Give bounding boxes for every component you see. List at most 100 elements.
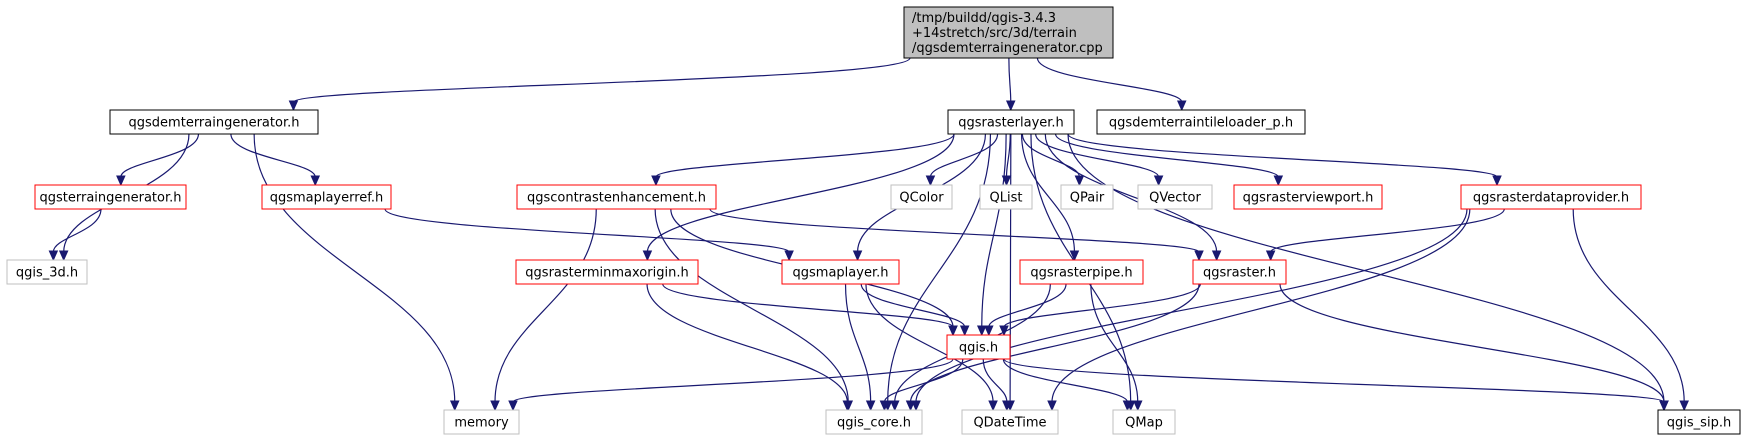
node-qgsrasterdataprovider-h[interactable]: qgsrasterdataprovider.h xyxy=(1460,184,1642,210)
edge-qgsrasterlayer-h-to-qgsrasterminmaxorigin-h xyxy=(642,133,955,262)
node-box xyxy=(1112,409,1176,435)
node-box xyxy=(6,259,88,285)
edge-qgsrasterpipe-h-to-qgis-h xyxy=(984,283,1067,337)
node-box xyxy=(1060,184,1114,210)
node-qgis-3d-h[interactable]: qgis_3d.h xyxy=(6,259,88,285)
node-box xyxy=(109,109,319,135)
node-qgsmaplayerref-h[interactable]: qgsmaplayerref.h xyxy=(261,184,392,210)
node-qpair[interactable]: QPair xyxy=(1060,184,1114,210)
node-qgsmaplayer-h[interactable]: qgsmaplayer.h xyxy=(781,259,900,285)
node-qgis-h[interactable]: qgis.h xyxy=(946,334,1011,360)
edge-qgsraster-h-to-qgis-core-h xyxy=(905,283,1200,412)
node-label: +14stretch/src/3d/terrain xyxy=(912,26,1077,41)
node-box xyxy=(34,184,187,210)
node-box xyxy=(1657,409,1741,435)
edge-qgsrasterlayer-h-to-qgscontrastenhancement-h xyxy=(651,133,955,187)
edge-qgscontrastenhancement-h-to-qgsraster-h xyxy=(709,208,1204,262)
node-qgsraster-h[interactable]: qgsraster.h xyxy=(1192,259,1287,285)
node-qgis-core-h[interactable]: qgis_core.h xyxy=(825,409,923,435)
node-label: qgsmaplayer.h xyxy=(793,266,889,281)
node-qgsrasterlayer-h[interactable]: qgsrasterlayer.h xyxy=(947,109,1075,135)
node-qdatetime[interactable]: QDateTime xyxy=(961,409,1059,435)
edge-qgsrasterminmaxorigin-h-to-qgis-h xyxy=(662,283,958,337)
edge-root-to-qgsdemterraingenerator-h xyxy=(288,57,911,112)
node-box xyxy=(515,259,699,285)
node-label: qgsdemterraintileloader_p.h xyxy=(1109,116,1293,131)
node-box xyxy=(516,184,717,210)
node-qgsrasterminmaxorigin-h[interactable]: qgsrasterminmaxorigin.h xyxy=(515,259,699,285)
node-label: qgscontrastenhancement.h xyxy=(527,191,706,206)
node-qgsdemterraintileloader-p-h[interactable]: qgsdemterraintileloader_p.h xyxy=(1096,109,1306,135)
edge-root-to-qgsdemterraintileloader-p-h xyxy=(1036,57,1187,112)
node-box xyxy=(961,409,1059,435)
node-label: qgsrasterviewport.h xyxy=(1243,191,1374,206)
node-label: /qgsdemterraingenerator.cpp xyxy=(912,41,1103,56)
node-box xyxy=(947,109,1075,135)
node-label: qgsterraingenerator.h xyxy=(39,191,181,206)
graph-nodes: /tmp/buildd/qgis-3.4.3+14stretch/src/3d/… xyxy=(6,6,1741,435)
node-label: qgsrasterdataprovider.h xyxy=(1473,191,1629,206)
node-label: memory xyxy=(454,416,509,431)
node-qgscontrastenhancement-h[interactable]: qgscontrastenhancement.h xyxy=(516,184,717,210)
edge-qgsraster-h-to-qgis-h xyxy=(999,283,1201,337)
node-qgsrasterviewport-h[interactable]: qgsrasterviewport.h xyxy=(1233,184,1383,210)
node-label: /tmp/buildd/qgis-3.4.3 xyxy=(912,11,1056,26)
edge-qgis-h-to-qmap xyxy=(1002,358,1133,412)
node-box xyxy=(261,184,392,210)
node-memory[interactable]: memory xyxy=(443,409,520,435)
node-box xyxy=(903,6,1114,59)
node-label: qgsrasterminmaxorigin.h xyxy=(525,266,688,281)
node-qmap[interactable]: QMap xyxy=(1112,409,1176,435)
edge-qgsrasterdataprovider-h-to-qgis-sip-h xyxy=(1572,208,1689,412)
node-box xyxy=(1233,184,1383,210)
edge-qgsrasterdataprovider-h-to-qdatetime xyxy=(1047,208,1471,412)
node-label: qgsrasterpipe.h xyxy=(1030,266,1132,281)
node-label: qgsrasterlayer.h xyxy=(958,116,1064,131)
edge-qgsrasterpipe-h-to-qmap xyxy=(1090,283,1143,412)
edge-qgsrasterlayer-h-to-qgsraster-h xyxy=(1044,133,1222,262)
node-label: QColor xyxy=(899,191,944,206)
edge-qgsdemterraingenerator-h-to-qgsmaplayerref-h xyxy=(230,133,321,187)
node-label: QList xyxy=(990,191,1023,206)
node-box xyxy=(781,259,900,285)
edge-qgsterraingenerator-h-to-qgis-3d-h xyxy=(48,208,102,262)
node-label: QMap xyxy=(1125,416,1163,431)
node-qcolor[interactable]: QColor xyxy=(890,184,953,210)
edge-qgsrasterlayer-h-to-qgsrasterdataprovider-h xyxy=(1067,133,1502,187)
node-root[interactable]: /tmp/buildd/qgis-3.4.3+14stretch/src/3d/… xyxy=(903,6,1114,59)
edge-qgis-h-to-qgis-sip-h xyxy=(1003,358,1669,412)
node-label: qgsmaplayerref.h xyxy=(270,191,384,206)
edge-qgsmaplayer-h-to-qdatetime xyxy=(865,283,998,412)
node-qlist[interactable]: QList xyxy=(979,184,1033,210)
node-box xyxy=(979,184,1033,210)
node-label: qgsraster.h xyxy=(1203,266,1276,281)
node-qgsdemterraingenerator-h[interactable]: qgsdemterraingenerator.h xyxy=(109,109,319,135)
node-label: QPair xyxy=(1070,191,1105,206)
edge-qgsrasterdataprovider-h-to-qgsraster-h xyxy=(1265,208,1505,262)
edge-qgsrasterdataprovider-h-to-qgis-core-h xyxy=(911,208,1468,412)
node-box xyxy=(1192,259,1287,285)
edge-qgsmaplayerref-h-to-qgsmaplayer-h xyxy=(384,208,794,262)
edge-qgis-h-to-qdatetime xyxy=(982,358,1012,412)
node-qgis-sip-h[interactable]: qgis_sip.h xyxy=(1657,409,1741,435)
edge-qgsrasterlayer-h-to-qcolor xyxy=(925,133,999,187)
node-label: qgis.h xyxy=(959,341,998,356)
node-label: QDateTime xyxy=(973,416,1046,431)
node-qgsterraingenerator-h[interactable]: qgsterraingenerator.h xyxy=(34,184,187,210)
edge-qgsrasterlayer-h-to-qgsrasterviewport-h xyxy=(1054,133,1284,187)
edge-qgsmaplayer-h-to-qgis-h xyxy=(860,283,970,337)
node-box xyxy=(825,409,923,435)
edge-qgsdemterraingenerator-h-to-qgsterraingenerator-h xyxy=(116,133,200,187)
edge-qgsrasterlayer-h-to-qgis-core-h xyxy=(882,133,992,412)
edge-root-to-qgsrasterlayer-h xyxy=(1005,57,1016,112)
node-qgsrasterpipe-h[interactable]: qgsrasterpipe.h xyxy=(1019,259,1144,285)
graph-edges xyxy=(48,57,1689,412)
edge-qgsdemterraingenerator-h-to-memory xyxy=(253,133,460,412)
node-label: qgis_sip.h xyxy=(1667,416,1731,431)
edge-qgsrasterminmaxorigin-h-to-qgis-core-h xyxy=(646,283,853,412)
node-label: QVector xyxy=(1149,191,1201,206)
node-qvector[interactable]: QVector xyxy=(1137,184,1213,210)
node-box xyxy=(1137,184,1213,210)
node-label: qgis_core.h xyxy=(837,416,911,431)
